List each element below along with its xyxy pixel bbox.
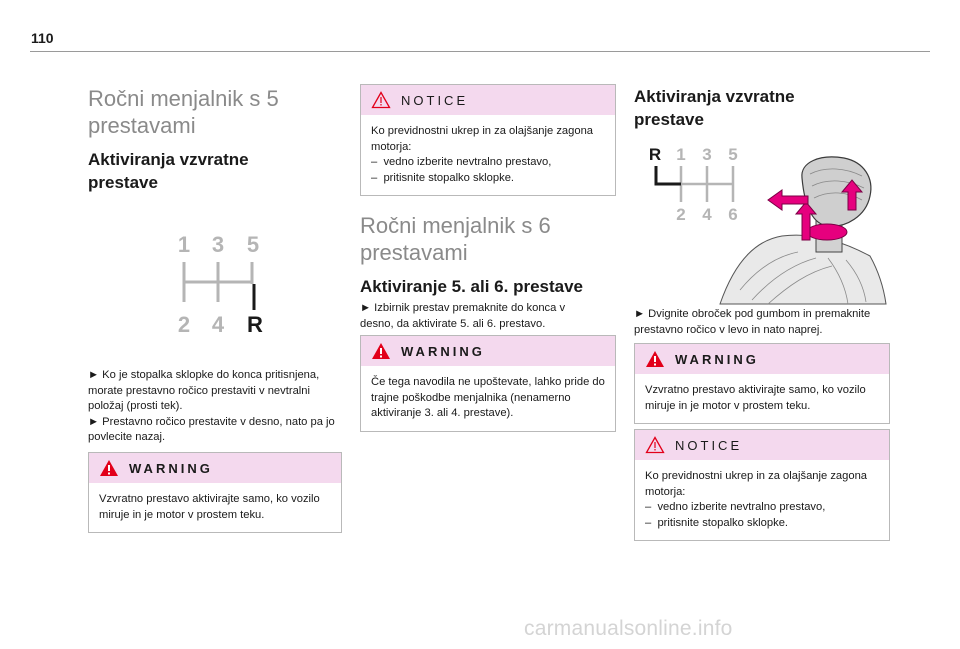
gear-4-label: 4	[702, 205, 712, 224]
page-number: 110	[31, 30, 54, 46]
instruction-step: ► Ko je stopalka sklopke do konca pritis…	[88, 369, 320, 412]
gear-2-label: 2	[178, 312, 190, 337]
gear-r-label: R	[649, 145, 661, 164]
warning-box: WARNING Vzvratno prestavo aktivirajte sa…	[88, 452, 342, 533]
notice-box: NOTICE Ko previdnostni ukrep in za olajš…	[360, 84, 616, 196]
gear-lever-reverse-diagram: R 1 3 5 2 4 6	[649, 145, 887, 305]
warning-box: WARNING Če tega navodila ne upoštevate, …	[360, 335, 616, 432]
gear-2-label: 2	[676, 205, 685, 224]
notice-line: – vedno izberite nevtralno prestavo,	[645, 501, 826, 513]
notice-line: – vedno izberite nevtralno prestavo,	[371, 156, 552, 168]
notice-line: – pritisnite stopalko sklopke.	[371, 171, 515, 184]
footer-watermark: carmanualsonline.info	[524, 617, 733, 640]
gear-1-label: 1	[178, 232, 190, 257]
notice-header: NOTICE	[635, 430, 889, 460]
instruction-step: ► Prestavno ročico prestavite v desno, n…	[88, 415, 335, 444]
gear-4-label: 4	[212, 312, 225, 337]
subsection-title-5th-6th: Aktiviranje 5. ali 6. prestave	[360, 277, 584, 296]
warning-title: WARNING	[675, 351, 759, 367]
gear-pattern-5-speed-diagram: 1 3 5 2 4 R	[178, 232, 263, 337]
subsection-title-reverse: Aktiviranja vzvratne prestave	[634, 87, 795, 129]
instruction-step: ► Dvignite obroček pod gumbom in premakn…	[634, 308, 871, 336]
header-divider	[30, 51, 930, 52]
warning-triangle-icon	[646, 351, 664, 367]
warning-header: WARNING	[361, 336, 615, 366]
notice-title: NOTICE	[675, 437, 743, 453]
warning-box: WARNING Vzvratno prestavo aktivirajte sa…	[634, 343, 890, 424]
warning-triangle-icon	[100, 460, 118, 476]
warning-title: WARNING	[129, 460, 213, 476]
notice-header: NOTICE	[361, 85, 615, 115]
gear-5-label: 5	[728, 145, 737, 164]
notice-text: Ko previdnostni ukrep in za olajšanje za…	[361, 115, 615, 195]
notice-triangle-icon	[645, 436, 665, 454]
gear-r-label: R	[247, 312, 263, 337]
warning-triangle-icon	[372, 343, 390, 359]
notice-line: Ko previdnostni ukrep in za olajšanje za…	[371, 125, 597, 153]
warning-text: Če tega navodila ne upoštevate, lahko pr…	[371, 376, 605, 419]
instruction-step: ► Izbirnik prestav premaknite do konca v…	[360, 302, 566, 330]
subsection-title-reverse: Aktiviranja vzvratne prestave	[88, 150, 249, 192]
notice-title: NOTICE	[401, 92, 469, 108]
instruction-steps: ► Ko je stopalka sklopke do konca pritis…	[88, 368, 342, 446]
notice-box: NOTICE Ko previdnostni ukrep in za olajš…	[634, 429, 890, 541]
gear-3-label: 3	[212, 232, 224, 257]
gear-6-label: 6	[728, 205, 737, 224]
section-title-5-speed: Ročni menjalnik s 5 prestavami	[88, 86, 279, 138]
section-title-6-speed: Ročni menjalnik s 6 prestavami	[360, 213, 551, 265]
warning-header: WARNING	[635, 344, 889, 374]
notice-text: Ko previdnostni ukrep in za olajšanje za…	[635, 460, 889, 540]
notice-line: – pritisnite stopalko sklopke.	[645, 516, 789, 529]
warning-text: Vzvratno prestavo aktivirajte samo, ko v…	[645, 384, 866, 412]
notice-triangle-icon	[371, 91, 391, 109]
gear-3-label: 3	[702, 145, 711, 164]
gear-1-label: 1	[676, 145, 685, 164]
warning-text: Vzvratno prestavo aktivirajte samo, ko v…	[99, 493, 320, 521]
warning-title: WARNING	[401, 343, 485, 359]
notice-line: Ko previdnostni ukrep in za olajšanje za…	[645, 470, 871, 498]
warning-header: WARNING	[89, 453, 341, 483]
gear-5-label: 5	[247, 232, 259, 257]
